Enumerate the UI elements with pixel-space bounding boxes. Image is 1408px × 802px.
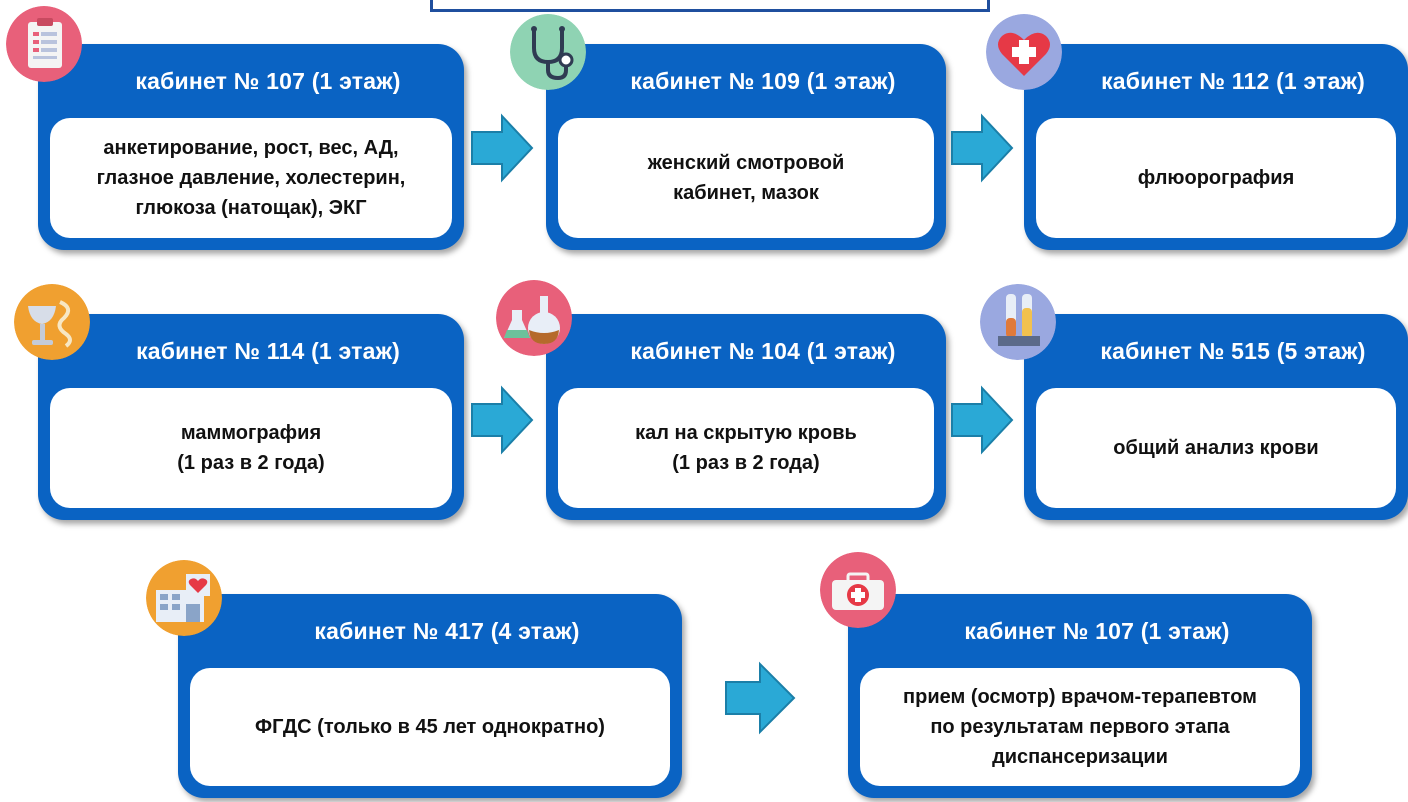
step-title: кабинет № 114 (1 этаж) [136, 337, 400, 364]
step-title: кабинет № 107 (1 этаж) [135, 67, 401, 94]
arrow-right-icon [470, 112, 534, 184]
step-description: ФГДС (только в 45 лет однократно) [190, 668, 670, 786]
step-card-8: кабинет № 107 (1 этаж) прием (осмотр) вр… [848, 594, 1312, 798]
step-description: маммография(1 раз в 2 года) [50, 388, 452, 508]
top-frame [430, 0, 990, 12]
step-title: кабинет № 112 (1 этаж) [1101, 67, 1365, 94]
stethoscope-icon [510, 14, 586, 90]
step-description: флюорография [1036, 118, 1396, 238]
step-title: кабинет № 109 (1 этаж) [630, 67, 896, 94]
step-title: кабинет № 107 (1 этаж) [964, 617, 1230, 644]
arrow-right-icon [724, 660, 796, 736]
arrow-right-icon [950, 112, 1014, 184]
clipboard-icon [6, 6, 82, 82]
step-title: кабинет № 515 (5 этаж) [1100, 337, 1366, 364]
step-description: общий анализ крови [1036, 388, 1396, 508]
hospital-building-icon [146, 560, 222, 636]
step-card-3: кабинет № 112 (1 этаж) флюорография [1024, 44, 1408, 250]
lab-flask-icon [496, 280, 572, 356]
heart-cross-icon [986, 14, 1062, 90]
step-title: кабинет № 104 (1 этаж) [630, 337, 896, 364]
step-title: кабинет № 417 (4 этаж) [314, 617, 580, 644]
step-card-7: кабинет № 417 (4 этаж) ФГДС (только в 45… [178, 594, 682, 798]
test-tubes-icon [980, 284, 1056, 360]
step-card-5: кабинет № 104 (1 этаж) кал на скрытую кр… [546, 314, 946, 520]
arrow-right-icon [470, 384, 534, 456]
step-card-2: кабинет № 109 (1 этаж) женский смотровой… [546, 44, 946, 250]
step-description: анкетирование, рост, вес, АД,глазное дав… [50, 118, 452, 238]
hygieia-bowl-icon [14, 284, 90, 360]
medical-kit-icon [820, 552, 896, 628]
step-card-1: кабинет № 107 (1 этаж) анкетирование, ро… [38, 44, 464, 250]
step-card-4: кабинет № 114 (1 этаж) маммография(1 раз… [38, 314, 464, 520]
arrow-right-icon [950, 384, 1014, 456]
step-card-6: кабинет № 515 (5 этаж) общий анализ кров… [1024, 314, 1408, 520]
step-description: кал на скрытую кровь(1 раз в 2 года) [558, 388, 934, 508]
